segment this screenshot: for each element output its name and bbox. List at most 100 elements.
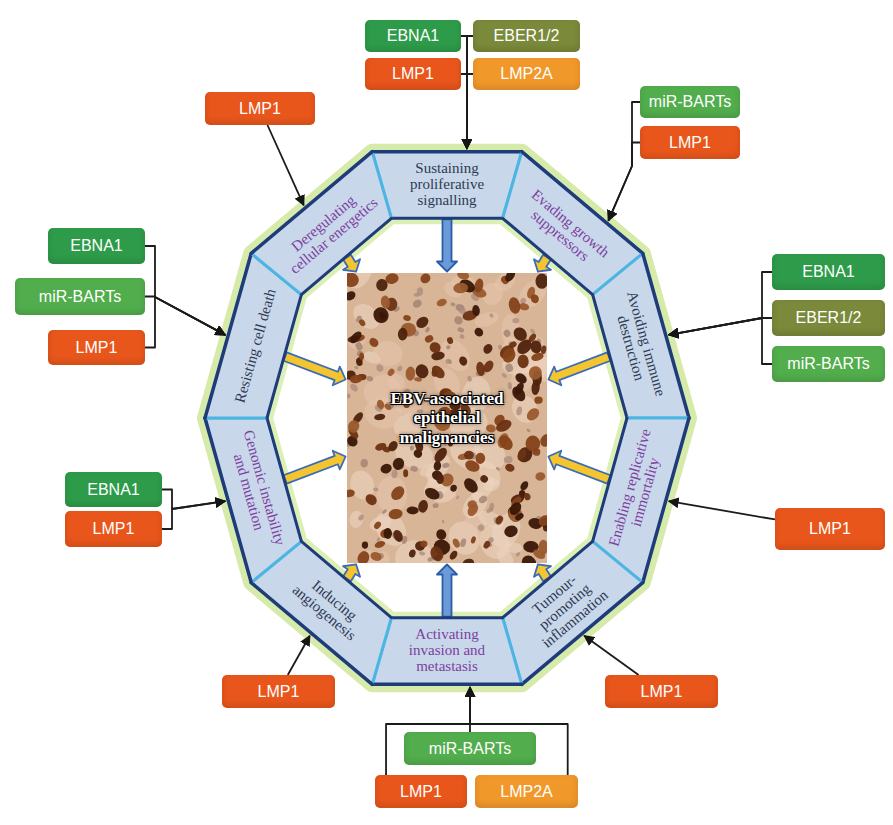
stained-cell xyxy=(482,342,495,355)
stained-cell xyxy=(359,352,364,360)
protein-label: miR-BARTs xyxy=(649,93,731,111)
stained-cell xyxy=(446,345,451,350)
segment-divider xyxy=(205,417,267,420)
stained-cell xyxy=(436,298,448,308)
stained-cell xyxy=(504,462,516,473)
stained-cell xyxy=(391,456,406,472)
stained-cell xyxy=(403,469,408,477)
stained-cell xyxy=(356,549,372,563)
segment-border xyxy=(391,217,502,220)
stained-cell xyxy=(508,382,513,390)
stained-cell xyxy=(435,528,448,542)
stained-cell xyxy=(514,337,534,357)
block-arrow xyxy=(284,352,346,385)
stained-cell xyxy=(347,419,361,434)
segment-divider xyxy=(593,253,643,294)
segment-divider xyxy=(593,541,643,582)
segment-fill xyxy=(503,541,643,684)
stained-cell xyxy=(403,314,412,321)
stained-cell xyxy=(482,540,491,550)
stained-cell xyxy=(376,364,385,373)
stained-cell xyxy=(513,381,525,395)
protein-box: miR-BARTs xyxy=(640,86,740,118)
stained-cell xyxy=(517,354,529,368)
protein-box: miR-BARTs xyxy=(404,732,536,765)
stained-cell xyxy=(374,540,386,549)
outer-glow xyxy=(205,152,689,685)
stained-cell xyxy=(432,503,439,509)
protein-box: EBNA1 xyxy=(365,20,461,52)
segment-border xyxy=(372,683,522,687)
stained-cell xyxy=(532,548,547,561)
stained-cell xyxy=(413,362,430,380)
stained-cell xyxy=(465,502,480,518)
stained-cell xyxy=(417,499,429,514)
stained-cell xyxy=(500,346,518,365)
protein-label: LMP1 xyxy=(669,134,711,152)
stained-cell xyxy=(504,363,514,373)
connector-arrow xyxy=(467,36,473,149)
stained-cell xyxy=(360,459,368,468)
protein-box: EBER1/2 xyxy=(772,300,885,336)
stained-cell xyxy=(473,278,485,294)
stained-cell xyxy=(507,296,521,315)
protein-label: EBER1/2 xyxy=(796,309,862,327)
stained-cell xyxy=(442,519,445,523)
block-arrow xyxy=(437,565,457,617)
stained-cell xyxy=(503,273,517,283)
stained-cell xyxy=(457,326,465,333)
stained-cell xyxy=(458,355,469,366)
stained-cell xyxy=(358,318,367,327)
block-arrow xyxy=(548,451,610,484)
stained-cell xyxy=(534,396,543,404)
stained-cell xyxy=(470,536,477,544)
stained-cell xyxy=(445,359,451,365)
stained-cell xyxy=(369,506,413,552)
stained-cell xyxy=(396,365,403,372)
stained-cell xyxy=(516,406,523,416)
segment-border xyxy=(593,295,627,418)
stained-cell xyxy=(428,340,443,355)
stained-cell xyxy=(428,544,446,563)
stained-cell xyxy=(420,540,429,548)
stained-cell xyxy=(381,509,387,515)
stained-cell xyxy=(477,523,486,532)
stained-cell xyxy=(464,451,474,460)
protein-box: EBNA1 xyxy=(772,254,885,290)
protein-label: LMP1 xyxy=(93,520,135,538)
stained-cell xyxy=(516,447,528,462)
stained-cell xyxy=(412,298,423,309)
stained-cell xyxy=(408,549,417,559)
stained-cell xyxy=(486,506,495,514)
stained-cell xyxy=(369,551,383,563)
stained-cell xyxy=(423,486,442,502)
stained-cell xyxy=(347,489,355,498)
stained-cell xyxy=(537,513,547,528)
hallmark-segment: Tumour-promoting inflammation xyxy=(498,537,647,689)
stained-cell xyxy=(473,326,485,338)
protein-label: EBNA1 xyxy=(387,27,439,45)
stained-cell xyxy=(347,290,357,303)
stained-cell xyxy=(386,367,395,377)
protein-box: EBNA1 xyxy=(65,472,162,507)
protein-box: miR-BARTs xyxy=(15,278,145,315)
stained-cell xyxy=(494,417,513,434)
stained-cell xyxy=(446,337,453,345)
stained-cell xyxy=(348,329,364,345)
stained-cell xyxy=(374,413,386,421)
stained-cell xyxy=(370,304,391,326)
segment-fill xyxy=(593,253,689,418)
stained-cell xyxy=(386,439,399,453)
stained-cell xyxy=(525,435,540,452)
protein-label: EBNA1 xyxy=(802,263,854,281)
connector-arrow xyxy=(669,318,772,364)
stained-cell xyxy=(388,484,407,503)
connector-arrow xyxy=(608,102,640,221)
segment-divider xyxy=(503,152,522,219)
stained-cell xyxy=(419,551,426,557)
stained-cell xyxy=(489,313,495,319)
tumour-label: EBV-associated epithelial malignancies xyxy=(365,389,530,448)
stained-cell xyxy=(475,361,486,377)
stained-cell xyxy=(503,523,520,539)
